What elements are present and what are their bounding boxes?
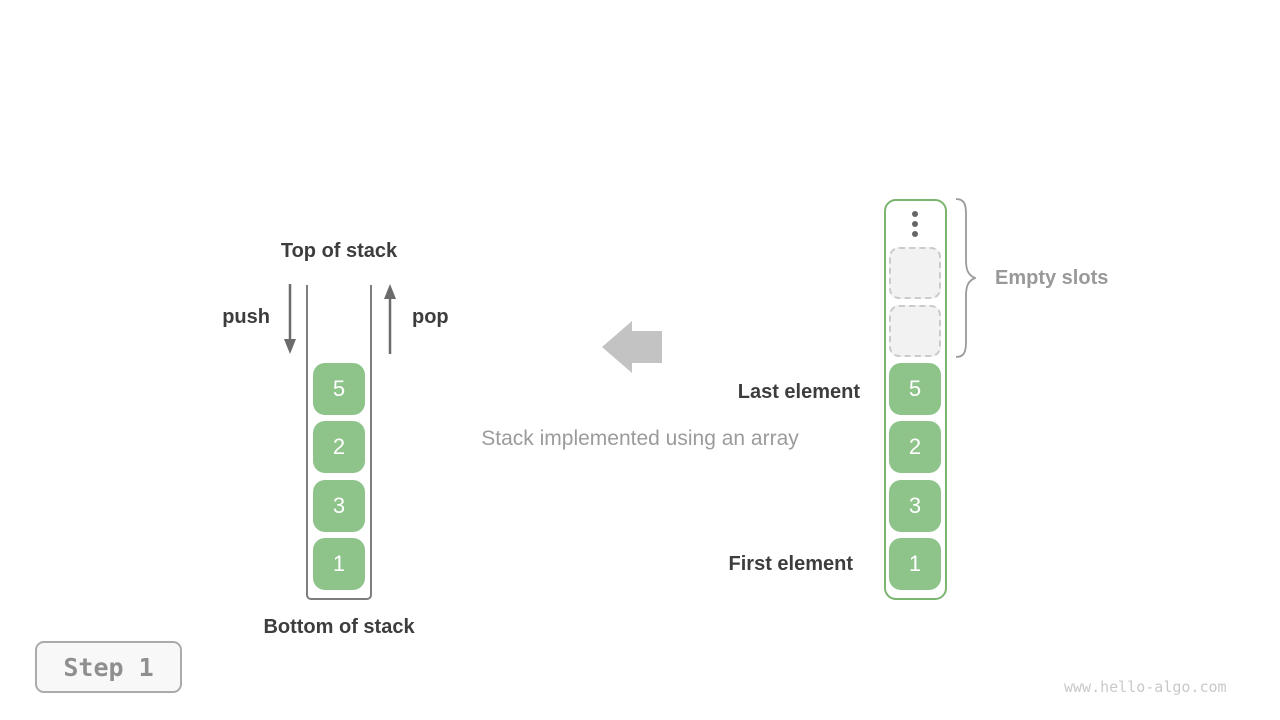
array-block: 2 bbox=[889, 421, 941, 473]
step-badge: Step 1 bbox=[35, 641, 182, 693]
vertical-ellipsis-icon bbox=[912, 211, 918, 237]
first-element-label: First element bbox=[728, 553, 853, 575]
empty-slot bbox=[889, 247, 941, 299]
stack-block: 3 bbox=[313, 480, 365, 532]
push-label: push bbox=[222, 306, 270, 328]
array-block: 5 bbox=[889, 363, 941, 415]
caption-text: Stack implemented using an array bbox=[481, 427, 799, 450]
top-of-stack-label: Top of stack bbox=[280, 240, 398, 262]
push-down-arrow-icon bbox=[284, 284, 296, 354]
bottom-of-stack-label: Bottom of stack bbox=[263, 616, 415, 638]
left-block-arrow-icon bbox=[602, 321, 662, 373]
empty-slots-label: Empty slots bbox=[995, 267, 1109, 289]
pop-label: pop bbox=[412, 306, 449, 328]
curly-brace-icon bbox=[955, 198, 976, 358]
stack-block: 5 bbox=[313, 363, 365, 415]
array-block: 3 bbox=[889, 480, 941, 532]
last-element-label: Last element bbox=[737, 381, 860, 403]
array-block: 1 bbox=[889, 538, 941, 590]
stack-container bbox=[306, 285, 372, 600]
watermark-text: www.hello-algo.com bbox=[1064, 678, 1227, 696]
empty-slot bbox=[889, 305, 941, 357]
stack-block: 2 bbox=[313, 421, 365, 473]
stack-block: 1 bbox=[313, 538, 365, 590]
pop-up-arrow-icon bbox=[384, 284, 396, 354]
